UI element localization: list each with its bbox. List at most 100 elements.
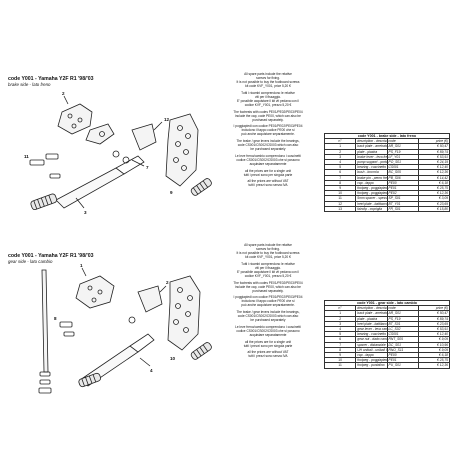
svg-text:11: 11 xyxy=(24,154,29,159)
cell: gear nut - dado cambio xyxy=(355,336,388,343)
col-description: description - descrizione xyxy=(355,305,388,312)
svg-text:1: 1 xyxy=(80,263,83,268)
cell: FR_S01 xyxy=(386,205,419,213)
cell: € 15,80 xyxy=(417,205,451,213)
note-line: tutti i prezzi sono senza IVA xyxy=(248,354,288,359)
cell: 13 xyxy=(323,205,357,213)
svg-text:7: 7 xyxy=(146,165,149,170)
svg-text:3: 3 xyxy=(84,210,87,215)
cell: spacer - distanziale xyxy=(355,341,388,348)
cell: fairclip - copriglia xyxy=(355,205,388,213)
svg-text:4: 4 xyxy=(150,368,153,373)
note-line: codice CS001/CS002/CS003 che si possono xyxy=(236,328,300,333)
note-line: acquistare separatamente xyxy=(249,161,287,166)
note-line: code CS001/CS002/CS003 which can also xyxy=(237,314,299,319)
note-line: All spare parts include the relative xyxy=(244,72,292,76)
note-line: tutti i prezzi sono senza IVA xyxy=(248,183,288,188)
table-title: code Y001 - gear side - lato cambio xyxy=(324,299,450,307)
svg-text:9: 9 xyxy=(170,190,173,195)
cell: 5mm spacer - spessore 5mm xyxy=(355,195,388,202)
note-line: It is not possible to buy the footboard … xyxy=(236,80,300,85)
cell: heel plate - batttacco xyxy=(355,200,388,207)
note-line: Le leve freno/cambio comprendono i cusci… xyxy=(235,324,301,329)
note-line: tutti i prezzi sono per singola parte xyxy=(243,172,293,177)
cell: footpeg - poggiapiede xyxy=(355,357,388,364)
gear-notes: All spare parts include the relative scr… xyxy=(218,243,318,358)
note-line: all the prices are for a single unit xyxy=(245,339,291,344)
brake-side-exploded-drawing: 2 12 7 3 11 9 xyxy=(20,90,220,235)
table-row: 8UH uniball - uniball UHRNO_S11€ 9,09 xyxy=(323,346,451,354)
cell: footpeg - poggiapiede xyxy=(355,185,388,192)
note-line: I poggiapiedi con codice PE01/PE02/PE03/… xyxy=(233,124,303,129)
cell: pump support - portapompa xyxy=(355,158,388,166)
note-line: all the prices are without VAT xyxy=(247,350,289,355)
brake-section-title: code Y001 - Yamaha Y2F R1 '98/'03 xyxy=(8,76,94,82)
note-line: kit code KVF_Y001, price 5,20 € xyxy=(245,84,291,89)
cell: gear lever - leva cambio xyxy=(355,325,388,333)
note-line: codice KVF_Y001, prezzo 5,20 € xyxy=(244,102,292,107)
note-line: The brake / gear levers include the bear… xyxy=(236,310,300,315)
gear-parts-table: code Y001 - gear side - lato cambio n° d… xyxy=(323,299,451,369)
note-line: The footrests with codes PE01/PE02/PE03/… xyxy=(233,280,303,285)
cell: € 12,36 xyxy=(417,362,451,369)
note-line: It is not possible to buy the footboard … xyxy=(236,251,300,256)
cell: footpeg - poggiapiede xyxy=(355,190,388,197)
brake-notes: All spare parts include the relative scr… xyxy=(218,72,318,187)
cell: PU_S01 xyxy=(386,362,419,369)
note-line: codice KVF_Y001, prezzo 5,20 € xyxy=(244,273,292,278)
note-line: acquistare separatamente xyxy=(249,332,287,337)
note-line: E' possibile acquistare il kit vit pedan… xyxy=(237,98,299,103)
note-line: I poggiapiedi con codice PE01/PE02/PE03/… xyxy=(233,295,303,300)
note-line: tutti i prezzi sono per singola parte xyxy=(243,343,293,348)
note-line: Tutti i ricambi comprendono le relative xyxy=(241,90,295,95)
note-line: The brake / gear levers include the bear… xyxy=(236,139,300,144)
cell: footpeg - puntalino xyxy=(355,362,388,369)
cell: back plate - arretratore xyxy=(355,143,388,150)
note-line: be purchased separately xyxy=(250,147,286,152)
note-line: includono il tappo codice PE00 che si xyxy=(241,299,295,304)
note-line: code CS001/CS002/CS003 which can also xyxy=(237,143,299,148)
cell: bearing - cuscinetto xyxy=(355,331,388,338)
cell: brake pin - perno freno xyxy=(355,174,388,181)
cell: heel plate - battitacco xyxy=(355,320,388,328)
note-line: screws for fixing. xyxy=(256,76,280,81)
note-line: viti per il fissaggio. xyxy=(254,265,282,270)
col-description: description - descrizione xyxy=(355,138,388,145)
gear-section-title: code Y001 - Yamaha Y2F R1 '98/'03 xyxy=(8,253,94,259)
svg-text:2: 2 xyxy=(166,280,169,285)
cell: back plate - arretratore xyxy=(355,310,388,317)
note-line: Tutti i ricambi comprendono le relative xyxy=(241,261,295,266)
note-line: viti per il fissaggio. xyxy=(254,94,282,99)
note-line: può anche acquistare separatamente. xyxy=(241,132,295,137)
note-line: The footrests with codes PE01/PE02/PE03/… xyxy=(233,109,303,114)
cell: UH uniball - uniball UH xyxy=(355,346,388,354)
brake-parts-table: code Y001 - brake side - lato freno n° d… xyxy=(323,132,451,213)
note-line: include the cap, code PE00, which can al… xyxy=(235,284,301,289)
gear-section-subtitle: gear side - lato cambio xyxy=(8,259,53,264)
svg-text:8: 8 xyxy=(54,316,57,321)
note-line: può anche acquistare separatamente. xyxy=(241,303,295,308)
note-line: Le leve freno/cambio comprendono i cusci… xyxy=(235,153,301,158)
table-header-row: n° description - descrizione code price … xyxy=(323,305,451,312)
gear-side-exploded-drawing: 1 2 4 8 10 xyxy=(20,262,220,400)
note-line: purchased separately. xyxy=(252,288,284,293)
svg-text:2: 2 xyxy=(62,91,65,96)
table-header-row: n° description - descrizione code price … xyxy=(323,138,451,145)
note-line: be purchased separately xyxy=(250,318,286,323)
note-line: all the prices are for a single unit xyxy=(245,168,291,173)
note-line: all the prices are without VAT xyxy=(247,179,289,184)
table-title: code Y001 - brake side - lato freno xyxy=(324,132,450,140)
note-line: screws for fixing. xyxy=(256,247,280,252)
note-line: All spare parts include the relative xyxy=(244,243,292,247)
cell: bearing - cuscinetto xyxy=(355,164,388,171)
note-line: E' possibile acquistare il kit vit pedan… xyxy=(237,269,299,274)
cell: brake lever - leva freno xyxy=(355,153,388,161)
note-line: codice CS001/CS002/CS003 che si possono xyxy=(236,157,300,162)
